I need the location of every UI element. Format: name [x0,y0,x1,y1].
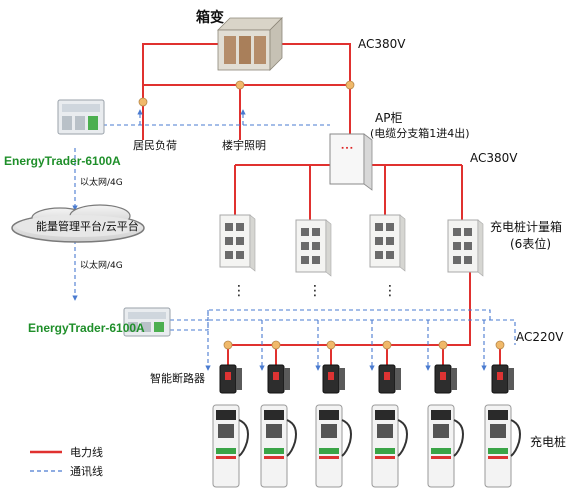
svg-text:▪ ▪ ▪: ▪ ▪ ▪ [341,145,353,152]
meter-box-2 [295,219,332,277]
ap-cabinet-label: AP柜 [375,111,403,125]
meter-dots-1: ⋮ [232,283,246,299]
residential-load-label: 居民负荷 [133,139,177,152]
transformer-box [217,17,283,71]
energy-trader-bottom-label: EnergyTrader-6100A [28,321,145,335]
power-lines [142,43,501,365]
charging-pile-4 [371,404,408,488]
meter-dots-2: ⋮ [308,283,322,299]
charging-pile-label: 充电桩 [530,435,567,449]
legend-comm-label: 通讯线 [70,465,103,478]
energy-trader-top-device [57,99,105,135]
ac380-mid-label: AC380V [470,151,518,165]
smart-breaker-1 [219,364,242,394]
ac380-top-label: AC380V [358,37,406,51]
smart-breaker-4 [378,364,401,394]
smart-breaker-2 [267,364,290,394]
ap-cabinet-box: ▪ ▪ ▪ [329,133,373,191]
cloud-platform-label: 能量管理平台/云平台 [36,220,139,233]
transformer-label: 箱变 [196,10,224,26]
ethernet-bottom-label: 以太网/4G [80,261,123,271]
comm-lines [72,109,516,371]
meter-box-1 [219,214,256,272]
charging-pile-1 [212,404,249,488]
meter-box-4 [447,219,484,277]
meter-box-desc: (6表位) [510,237,551,251]
charging-pile-2 [260,404,297,488]
ac220-label: AC220V [516,330,564,344]
energy-trader-bottom-device [123,307,171,337]
smart-breaker-3 [322,364,345,394]
meter-boxes [219,214,484,277]
smart-breaker-5 [434,364,457,394]
junction-nodes [138,80,505,350]
charging-pile-5 [427,404,464,488]
charging-pile-6 [484,404,521,488]
meter-box-3 [369,214,406,272]
cloud-icon [11,204,145,243]
meter-dots-3: ⋮ [383,283,397,299]
ethernet-top-label: 以太网/4G [80,178,123,188]
building-lighting-label: 楼宇照明 [222,139,266,152]
charging-piles [212,404,521,488]
legend-power-label: 电力线 [70,446,103,459]
smart-breakers [219,364,514,394]
smart-breaker-6 [491,364,514,394]
smart-breaker-label: 智能断路器 [150,372,205,385]
ap-cabinet-desc: (电缆分支箱1进4出) [370,127,470,140]
energy-trader-top-label: EnergyTrader-6100A [4,154,121,168]
meter-box-label: 充电桩计量箱 [490,220,563,234]
charging-pile-3 [315,404,352,488]
